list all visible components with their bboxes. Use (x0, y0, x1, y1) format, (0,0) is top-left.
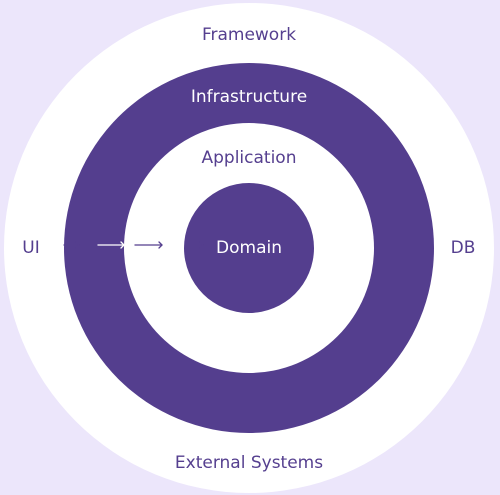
arrow-right-icon (184, 241, 204, 249)
arrows-group (63, 241, 204, 249)
domain-circle (184, 183, 314, 313)
domain-label: Domain (216, 238, 282, 258)
arrow-right-icon (134, 241, 163, 249)
external-systems-label: External Systems (175, 453, 323, 473)
arrow-right-icon (63, 241, 80, 249)
application-label: Application (202, 148, 297, 168)
arrow-right-icon (97, 241, 125, 249)
db-label: DB (451, 238, 476, 258)
framework-label: Framework (202, 25, 296, 45)
ui-label: UI (22, 238, 39, 258)
infrastructure-label: Infrastructure (191, 87, 307, 107)
